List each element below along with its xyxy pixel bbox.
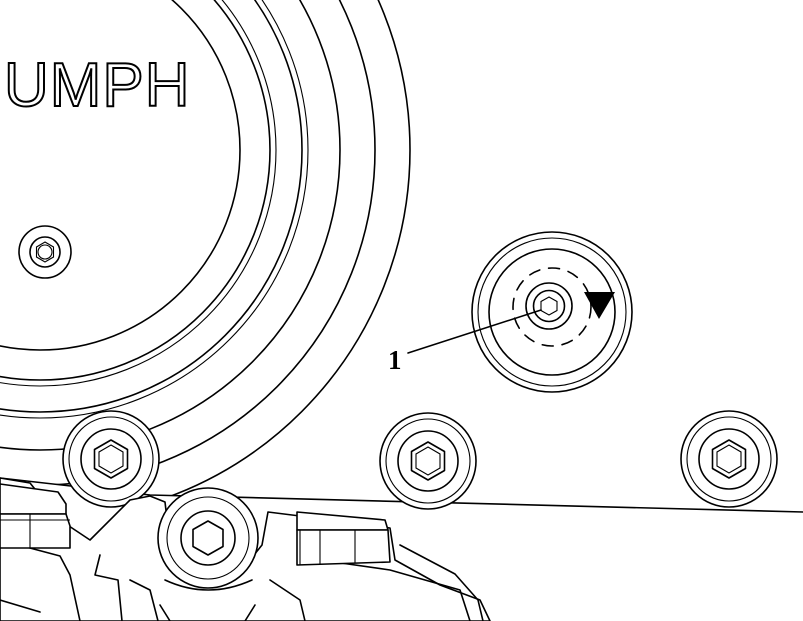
bolt-boss-left <box>62 410 160 508</box>
bracket-bolt-right <box>296 511 391 566</box>
dashed-rotation-ring <box>512 267 592 347</box>
logo-text: UMPH <box>4 51 191 120</box>
logo-disc <box>0 0 241 351</box>
bolt-boss-middle <box>379 412 477 510</box>
bolt-boss-right <box>680 410 778 508</box>
callout-leader-line <box>407 309 542 354</box>
alignment-triangle-marker <box>584 292 615 319</box>
cover-seam-line <box>0 477 803 513</box>
bracket-bolt-center <box>157 487 259 621</box>
cover-screw <box>18 225 72 279</box>
bracket-bolt-left <box>0 483 71 549</box>
callout-number: 1 <box>388 345 402 375</box>
inspection-plug <box>471 231 633 393</box>
